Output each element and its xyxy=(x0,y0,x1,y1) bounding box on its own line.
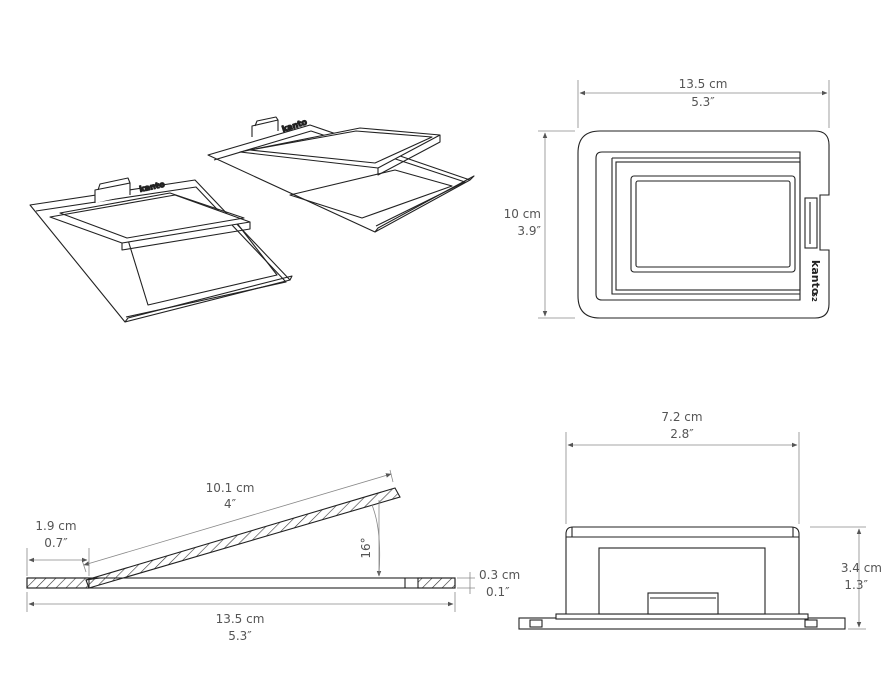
top-view-outline xyxy=(577,130,830,319)
side-view-tilted-plate xyxy=(85,487,401,589)
front-view-base xyxy=(518,617,846,630)
front-view-height-metric: 3.4 cm xyxy=(841,561,882,575)
top-view-width-metric: 13.5 cm xyxy=(679,77,728,91)
front-view: 7.2 cm 2.8″ 3.4 cm 1.3″ xyxy=(518,410,882,630)
side-view-plate-length-imperial: 4″ xyxy=(224,497,237,511)
side-view-base-length-imperial: 5.3″ xyxy=(228,629,252,643)
side-view-angle-label: 16° xyxy=(359,537,373,558)
isometric-stand-right: kanto xyxy=(207,116,475,233)
top-view: kanto S2 13.5 cm 5.3″ 10 cm 3.9″ xyxy=(496,77,830,319)
top-view-width-imperial: 5.3″ xyxy=(691,95,715,109)
top-view-brand-suffix: S2 xyxy=(810,292,818,302)
side-view-offset-metric: 1.9 cm xyxy=(35,519,76,533)
top-view-depth-imperial: 3.9″ xyxy=(517,224,541,238)
top-view-depth-metric: 10 cm xyxy=(504,207,541,221)
side-view-offset-imperial: 0.7″ xyxy=(44,536,68,550)
side-view: 10.1 cm 4″ 1.9 cm 0.7″ 16° 0.3 cm 0.1″ xyxy=(26,469,520,643)
side-view-base-length-metric: 13.5 cm xyxy=(216,612,265,626)
front-view-width-metric: 7.2 cm xyxy=(661,410,702,424)
top-view-brand-logo: kanto xyxy=(809,260,822,296)
isometric-view-stands: kanto kanto xyxy=(29,116,475,323)
side-view-thickness-metric: 0.3 cm xyxy=(479,568,520,582)
front-view-height-imperial: 1.3″ xyxy=(844,578,868,592)
side-view-thickness-imperial: 0.1″ xyxy=(486,585,510,599)
front-view-width-imperial: 2.8″ xyxy=(670,427,694,441)
isometric-stand-left: kanto xyxy=(29,177,293,323)
side-view-plate-length-metric: 10.1 cm xyxy=(206,481,255,495)
